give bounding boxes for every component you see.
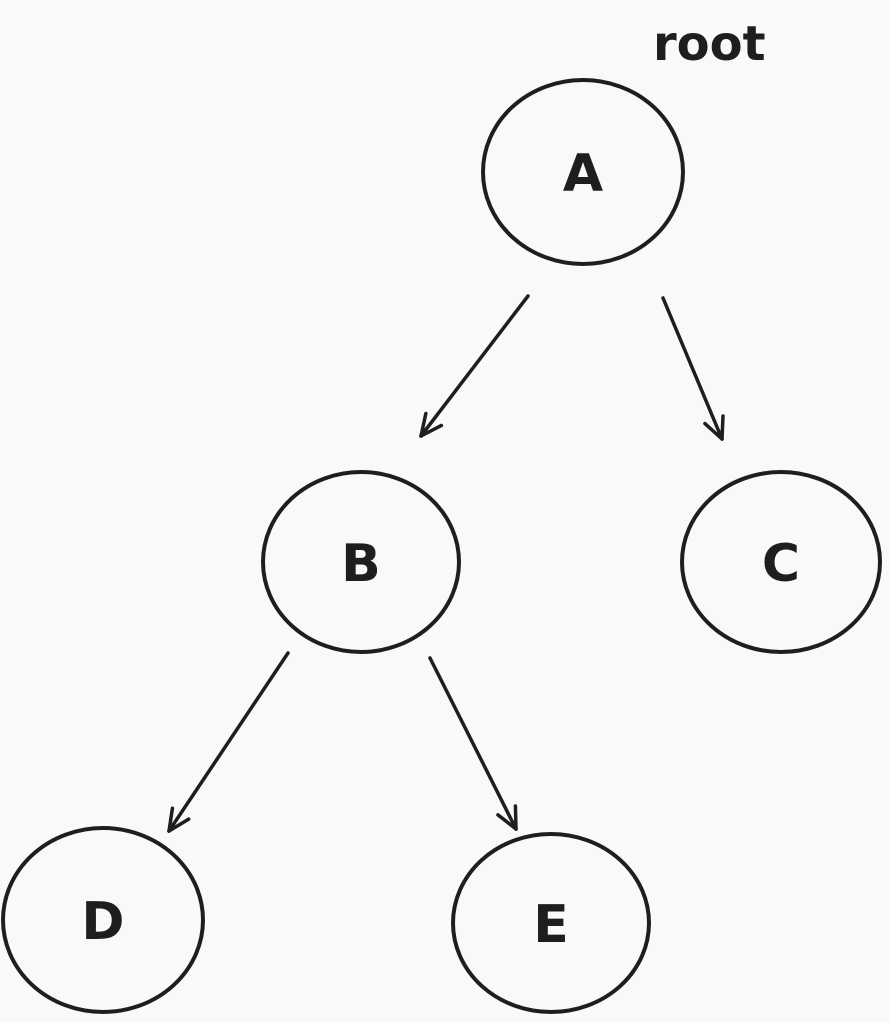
node-E: E <box>451 832 651 1014</box>
node-circle-B <box>261 470 461 654</box>
arrowhead-B-E <box>496 813 518 831</box>
node-A: A <box>481 78 685 266</box>
arrowhead-A-B <box>419 411 428 438</box>
arrowhead-B-D <box>167 806 175 833</box>
node-label-A: A <box>563 144 603 204</box>
node-circle-A <box>481 78 685 266</box>
node-circle-D <box>1 826 205 1014</box>
node-circle-C <box>680 470 882 654</box>
edge-A-B <box>419 294 530 438</box>
node-B: B <box>261 470 461 654</box>
node-label-E: E <box>533 895 569 955</box>
node-C: C <box>680 470 882 654</box>
arrowhead-A-B <box>419 423 444 438</box>
node-circle-E <box>451 832 651 1014</box>
node-label-C: C <box>762 534 800 594</box>
annotation-root: root <box>653 16 766 72</box>
arrowhead-A-C <box>703 421 724 441</box>
edge-B-D <box>167 651 290 833</box>
arrowhead-B-E <box>513 804 518 831</box>
edge-B-E <box>428 656 518 831</box>
arrowhead-B-D <box>167 817 191 833</box>
node-D: D <box>1 826 205 1014</box>
arrowhead-A-C <box>720 414 725 441</box>
node-label-D: D <box>81 892 124 952</box>
node-label-B: B <box>341 534 381 594</box>
edge-A-C <box>661 296 725 441</box>
